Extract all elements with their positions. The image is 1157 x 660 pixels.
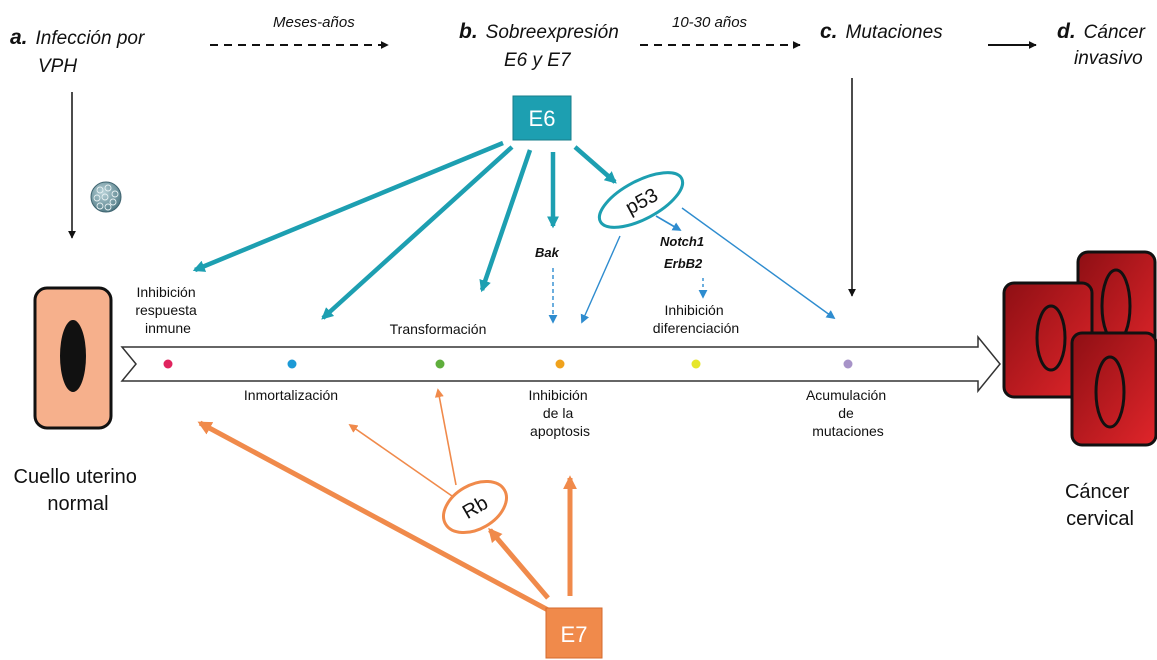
e6-arrows <box>192 140 617 320</box>
stage-d-title: d. Cáncer <box>1057 20 1146 43</box>
e7-box: E7 <box>545 607 603 659</box>
stage-a-subtitle: VPH <box>38 56 77 77</box>
e6-arrow-transformation <box>479 149 533 293</box>
event-transformation: Transformación <box>390 321 487 337</box>
e7-arrow-rb <box>488 527 550 600</box>
p53-arrows <box>548 207 836 324</box>
normal-cervix-caption: Cuello uterino normal <box>14 466 143 515</box>
time-label-months-years: Meses-años <box>273 14 355 31</box>
p53-oval: p53 <box>597 171 685 229</box>
hpv-virus-icon <box>90 181 122 213</box>
stage-d-subtitle: invasivo <box>1074 48 1143 69</box>
e7-arrow-immune <box>197 420 550 613</box>
e6-arrow-p53 <box>573 145 617 184</box>
timeline-dot-immune <box>163 359 173 369</box>
e6-box: E6 <box>512 95 572 141</box>
p53-arrow-apoptosis <box>580 235 621 324</box>
timeline-dot-transform <box>435 359 445 369</box>
event-differentiation-inhibition: Inhibición diferenciación <box>653 302 739 336</box>
e6-arrow-immune <box>192 140 504 273</box>
stage-c-title: c. Mutaciones <box>820 20 943 43</box>
timeline-dot-accumulation <box>843 359 853 369</box>
notch1-label: Notch1 <box>660 234 704 249</box>
normal-cell-nucleus <box>60 320 86 392</box>
e7-arrows <box>197 388 577 613</box>
cervical-cancer-caption: Cáncer cervical <box>1065 481 1135 530</box>
event-apoptosis-inhibition: Inhibición de la apoptosis <box>528 387 591 439</box>
timeline-dots <box>163 359 853 369</box>
p53-arrow-notch <box>655 215 682 231</box>
timeline-dot-differentiation <box>691 359 701 369</box>
normal-cervix-cell <box>33 286 113 430</box>
stage-a-title: a. Infección por <box>10 26 145 49</box>
stage-b-title: b. Sobreexpresión <box>459 20 619 43</box>
timeline-dot-immortal <box>287 359 297 369</box>
rb-arrow-transformation <box>434 388 457 486</box>
bak-label: Bak <box>535 245 560 260</box>
e7-label: E7 <box>561 622 588 647</box>
timeline-dot-apoptosis <box>555 359 565 369</box>
time-label-10-30-years: 10-30 años <box>672 14 748 31</box>
event-immune-inhibition: Inhibición respuesta inmune <box>135 284 200 336</box>
e6-label: E6 <box>529 106 556 131</box>
p53-arrow-accumulation <box>681 207 836 320</box>
rb-oval: Rb <box>442 479 508 535</box>
erbb2-label: ErbB2 <box>664 256 703 271</box>
stage-b-subtitle: E6 y E7 <box>504 50 572 71</box>
event-immortalization: Inmortalización <box>244 387 338 403</box>
cancer-cells <box>1002 250 1157 447</box>
rb-arrow-immortalization <box>348 423 453 497</box>
event-mutation-accumulation: Acumulación de mutaciones <box>806 387 890 439</box>
e6-arrow-immortalization <box>321 145 514 320</box>
